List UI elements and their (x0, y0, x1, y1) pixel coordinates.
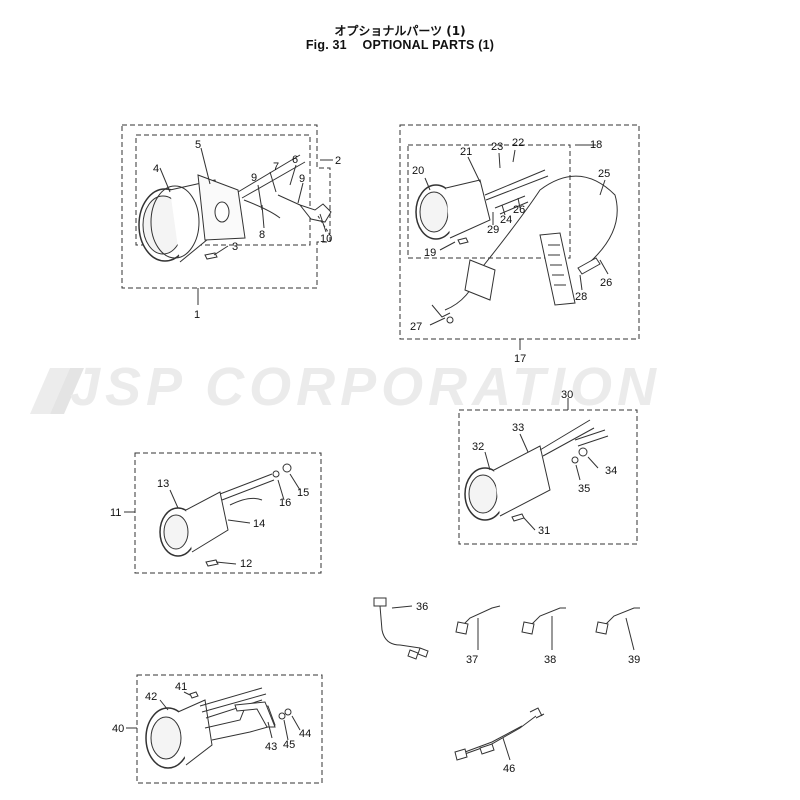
callouts-group-11: 11 12 13 14 15 16 (110, 478, 309, 570)
callout-16: 16 (279, 497, 291, 509)
callout-4: 4 (153, 163, 159, 175)
callout-44: 44 (299, 728, 311, 740)
callout-22: 22 (512, 137, 524, 149)
callout-30: 30 (561, 389, 573, 401)
assembly-group-1 (121, 124, 333, 305)
callout-17: 17 (514, 353, 526, 365)
callout-32: 32 (472, 441, 484, 453)
callout-26-second: 26 (600, 277, 612, 289)
callout-40: 40 (112, 723, 124, 735)
callout-21: 21 (460, 146, 472, 158)
callouts-group-17: 17 18 19 20 21 22 23 24 25 26 26 27 28 2… (410, 137, 612, 365)
callout-28: 28 (575, 291, 587, 303)
callouts-part-46: 46 (503, 763, 515, 775)
callout-7: 7 (273, 161, 279, 173)
callout-2: 2 (335, 155, 341, 167)
callout-42: 42 (145, 691, 157, 703)
callouts-group-1: 1 2 3 4 5 6 7 8 9 9 10 (153, 139, 341, 321)
figure-title: OPTIONAL PARTS (1) (362, 38, 495, 52)
callout-27: 27 (410, 321, 422, 333)
callout-25: 25 (598, 168, 610, 180)
callout-29: 29 (487, 224, 499, 236)
callout-19: 19 (424, 247, 436, 259)
callout-10: 10 (320, 233, 332, 245)
harness-parts (373, 597, 640, 660)
callout-36: 36 (416, 601, 428, 613)
callout-14: 14 (253, 518, 265, 530)
callout-13: 13 (157, 478, 169, 490)
assembly-group-17 (399, 124, 640, 350)
harness-part-46 (454, 707, 545, 761)
callout-38: 38 (544, 654, 556, 666)
callout-5: 5 (195, 139, 201, 151)
diagram-title-english: Fig. 31 OPTIONAL PARTS (1) (0, 38, 800, 52)
callout-20: 20 (412, 165, 424, 177)
callout-37: 37 (466, 654, 478, 666)
callout-24: 24 (500, 214, 512, 226)
callout-43: 43 (265, 741, 277, 753)
callout-46: 46 (503, 763, 515, 775)
callout-11: 11 (110, 507, 121, 519)
callout-41: 41 (175, 681, 187, 693)
callout-39: 39 (628, 654, 640, 666)
callout-9-second: 9 (299, 173, 305, 185)
callout-12: 12 (240, 558, 252, 570)
callout-9: 9 (251, 172, 257, 184)
callouts-group-40: 40 41 42 43 44 45 (112, 681, 311, 753)
callout-1: 1 (194, 309, 200, 321)
callouts-harness: 36 37 38 39 (416, 601, 640, 666)
callout-34: 34 (605, 465, 617, 477)
callouts-group-30: 30 31 32 33 34 35 (472, 389, 617, 537)
assembly-group-30 (458, 398, 638, 545)
callout-3: 3 (232, 241, 238, 253)
callout-33: 33 (512, 422, 524, 434)
callout-8: 8 (259, 229, 265, 241)
assembly-group-40 (126, 674, 323, 784)
callout-35: 35 (578, 483, 590, 495)
callout-26: 26 (513, 204, 525, 216)
assembly-group-11 (124, 452, 322, 574)
callout-23: 23 (491, 141, 503, 153)
callout-6: 6 (292, 154, 298, 166)
callout-45: 45 (283, 739, 295, 751)
callout-18: 18 (590, 139, 602, 151)
diagram-title-japanese: オプショナルパーツ (1) (334, 24, 466, 38)
callout-31: 31 (538, 525, 550, 537)
callout-15: 15 (297, 487, 309, 499)
figure-number: Fig. 31 (305, 38, 347, 52)
